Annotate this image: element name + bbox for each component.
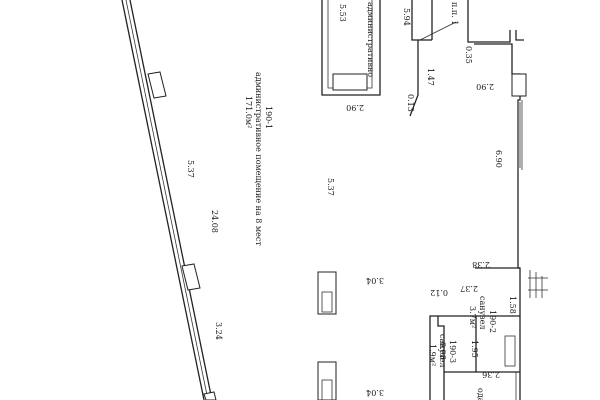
top-room-name: административно (366, 2, 375, 77)
column-upper (317, 271, 337, 315)
window-left-3 (203, 391, 217, 400)
main-room-area: 171.0м² (244, 96, 253, 128)
dim-partition-1: 2.38 (472, 260, 490, 269)
column-lower (317, 361, 337, 400)
dim-bath2-small: 1.95 (470, 340, 479, 358)
dim-corridor-height: 5.94 (402, 8, 411, 26)
dim-column-upper: 3.04 (366, 276, 384, 285)
dim-bottom-right: 2.36 (482, 370, 500, 379)
top-right-label: п.п. 1 (450, 2, 459, 25)
bath1-area: 3.7м² (468, 306, 477, 328)
dim-right-top-width: 2.90 (476, 82, 494, 91)
dim-center: 5.37 (326, 178, 335, 196)
top-room (321, 0, 381, 96)
dim-right-wall: 6.90 (494, 150, 503, 168)
main-room-number: 190-1 (264, 106, 273, 129)
dim-corridor-width: 1.47 (426, 68, 435, 86)
dim-right-top-small: 0.35 (464, 46, 473, 64)
main-room-name: административное помещение на 8 мест (254, 72, 263, 246)
dim-left-lower: 3.24 (214, 322, 223, 340)
right-wall (467, 0, 548, 298)
dim-bath-height: 1.58 (508, 296, 517, 314)
bathroom-block (429, 267, 521, 400)
dim-small-1: 0.12 (430, 288, 448, 297)
bath1-number: 190-2 (488, 310, 497, 333)
dim-left-total: 24.08 (210, 210, 219, 233)
dim-corridor-small: 0.13 (406, 94, 415, 112)
corridor-walls (409, 0, 457, 117)
exterior-wall-left (121, 0, 213, 400)
bath2-number: 190-3 (448, 340, 457, 363)
dim-left-upper: 5.37 (186, 160, 195, 178)
window-left-1 (147, 71, 167, 99)
bath2-name: санузел (438, 334, 447, 367)
dim-partition-2: 2.37 (460, 284, 478, 293)
window-left-2 (181, 263, 201, 291)
bath1-name: санузел (478, 296, 487, 329)
dim-column-lower: 3.04 (366, 388, 384, 397)
dim-bath2-width: 0.98 (438, 342, 447, 360)
bath2-area: 1.9м² (428, 344, 437, 366)
dim-top-room-width: 2.90 (346, 103, 364, 112)
bottom-room-label: ода (476, 388, 485, 400)
dim-top-room-height: 5.53 (338, 4, 347, 22)
